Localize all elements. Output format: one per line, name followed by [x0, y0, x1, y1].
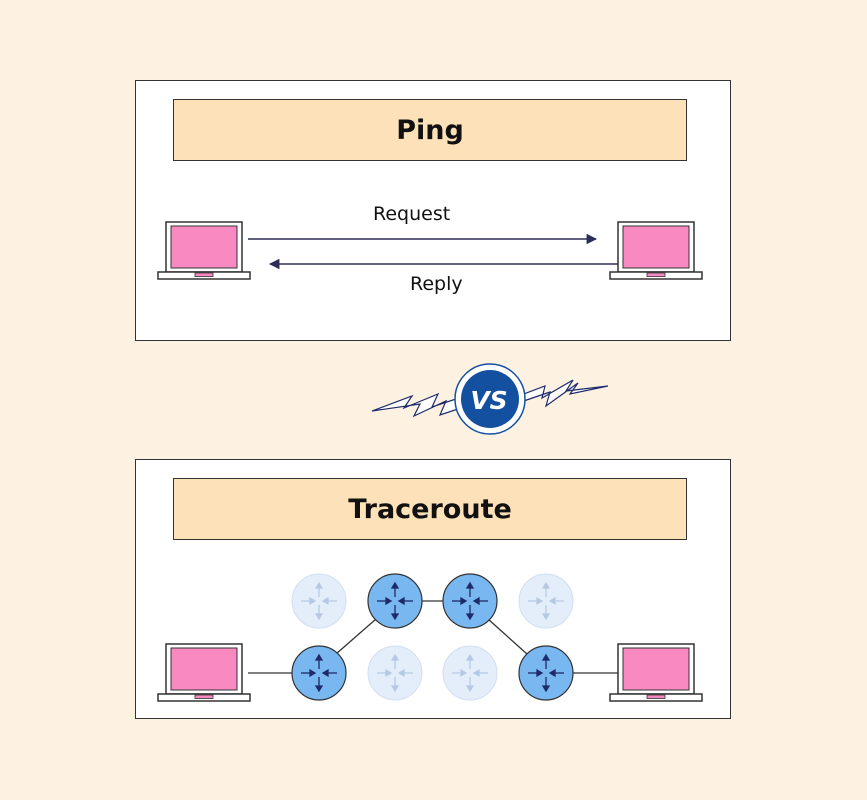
- router-bottom-3: [442, 645, 498, 701]
- router-top-2: [367, 573, 423, 629]
- ping-panel: Ping Request Reply: [135, 80, 731, 341]
- traceroute-panel: Traceroute: [135, 459, 731, 719]
- router-bottom-2: [367, 645, 423, 701]
- ping-title: Ping: [173, 99, 687, 161]
- router-top-3: [442, 573, 498, 629]
- router-top-4: [518, 573, 574, 629]
- router-bottom-1: [291, 645, 347, 701]
- vs-label: VS: [470, 386, 507, 415]
- trace-laptop-left: [157, 643, 251, 702]
- request-label: Request: [373, 203, 451, 225]
- route-path: [248, 600, 618, 674]
- reply-label: Reply: [410, 273, 463, 295]
- ping-laptop-left: [157, 221, 251, 280]
- ping-laptop-right: [609, 221, 703, 280]
- traceroute-title: Traceroute: [173, 478, 687, 540]
- trace-laptop-right: [609, 643, 703, 702]
- lightning-right: [507, 379, 609, 408]
- router-bottom-4: [518, 645, 574, 701]
- vs-badge: VS: [371, 363, 609, 435]
- router-top-1: [291, 573, 347, 629]
